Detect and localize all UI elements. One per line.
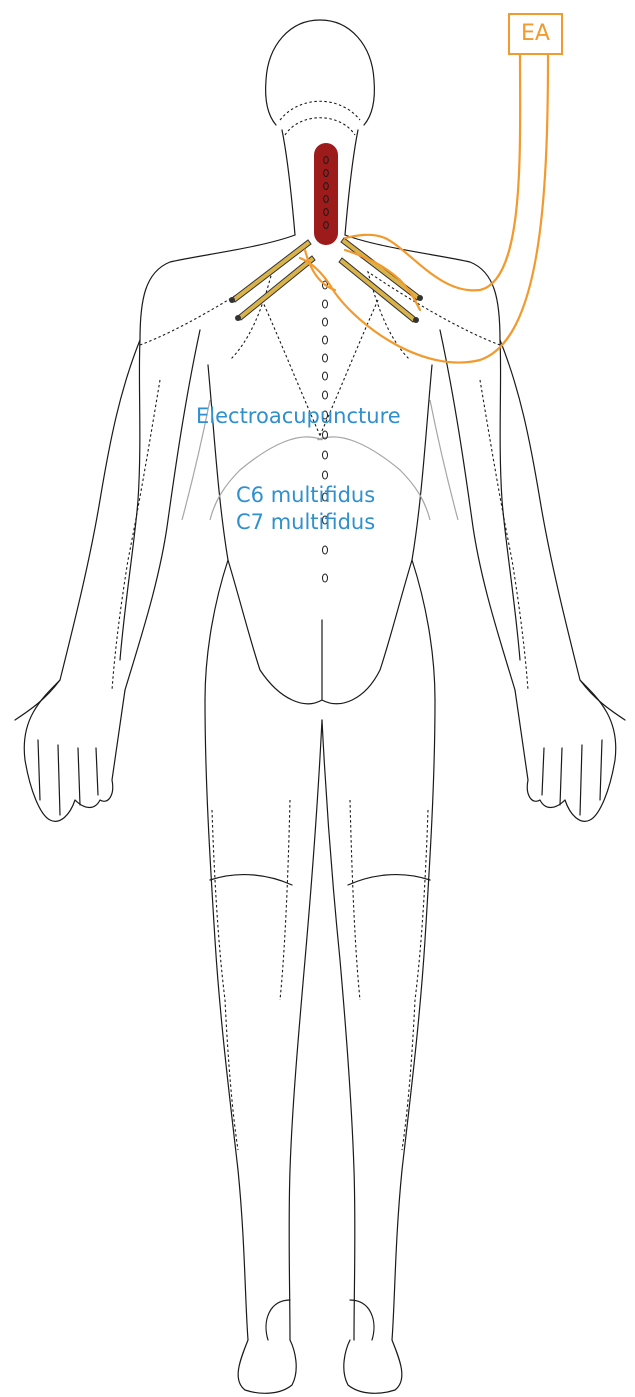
multifidus-muscle bbox=[314, 143, 338, 245]
left-leg bbox=[205, 700, 322, 1340]
technique-label: Electroacupuncture bbox=[196, 403, 401, 429]
knee-lines bbox=[210, 875, 430, 885]
right-arm-outline bbox=[440, 330, 625, 720]
right-hand bbox=[515, 680, 616, 821]
head-outline bbox=[266, 20, 375, 125]
skull-base-dashed bbox=[280, 101, 360, 135]
left-arm-dashed bbox=[112, 380, 160, 690]
left-hand bbox=[24, 680, 125, 821]
ea-device-box: EA bbox=[508, 13, 563, 55]
torso-outline bbox=[120, 235, 520, 660]
needles-left bbox=[229, 240, 315, 321]
scapula-right bbox=[368, 272, 500, 360]
right-leg bbox=[322, 700, 435, 1340]
left-arm-outline bbox=[15, 330, 200, 720]
left-leg-dashed bbox=[212, 800, 290, 1150]
right-leg-dashed bbox=[350, 800, 428, 1150]
right-arm-dashed bbox=[480, 380, 528, 690]
spine-vertebrae bbox=[323, 281, 328, 582]
buttocks bbox=[228, 560, 412, 704]
muscle-label-c6: C6 multifidus bbox=[236, 482, 375, 508]
muscle-label-c7: C7 multifidus bbox=[236, 509, 375, 535]
ea-device-label: EA bbox=[510, 21, 561, 46]
